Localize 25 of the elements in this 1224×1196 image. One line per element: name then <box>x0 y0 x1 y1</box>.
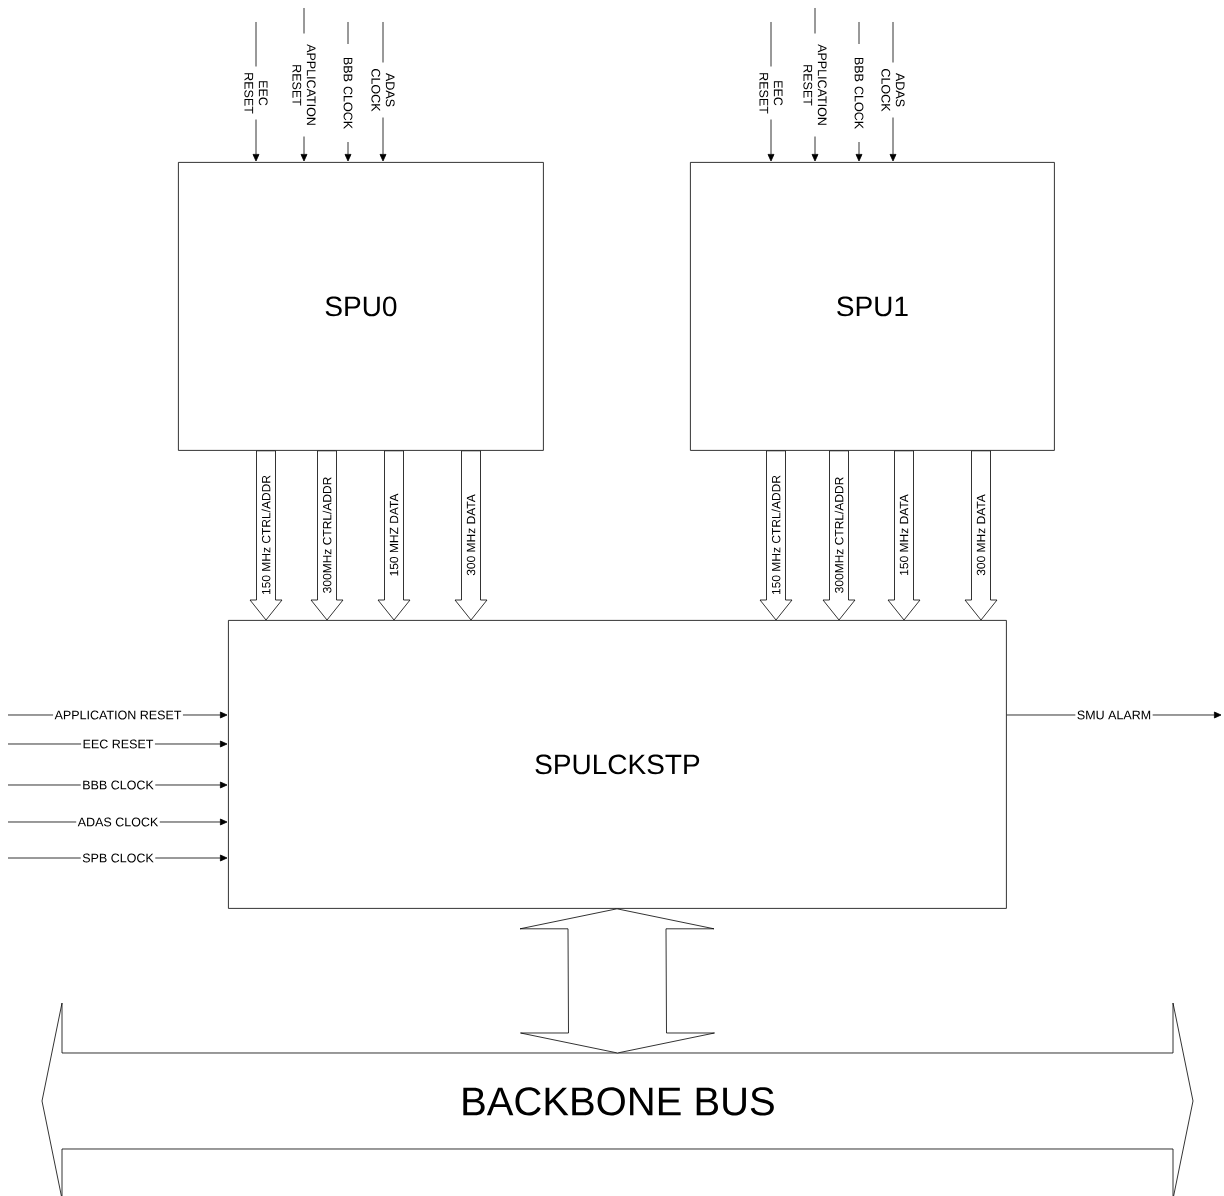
edge-label: 150 MHz DATA <box>898 493 910 577</box>
edge-label: 300 MHz DATA <box>975 493 987 577</box>
edge-label: SMU ALARM <box>1075 709 1153 721</box>
edge-label: 300MHz CTRL/ADDR <box>833 475 845 595</box>
edge-label: APPLICATION RESET <box>53 709 183 721</box>
edge-label: 150 MHz CTRL/ADDR <box>770 474 782 596</box>
block-box: SPU1 <box>690 162 1055 451</box>
edge-label: 150 MHZ DATA <box>388 492 400 578</box>
edge-label: ADAS CLOCK <box>76 816 160 828</box>
edge-label: 300 MHz DATA <box>465 493 477 577</box>
edge-label: BBB CLOCK <box>80 779 156 791</box>
edge-label: 150 MHz CTRL/ADDR <box>260 474 272 596</box>
edge-label: SPB CLOCK <box>80 852 156 864</box>
edge-label: ADAS CLOCK <box>369 62 397 118</box>
edge-label: 300MHz CTRL/ADDR <box>321 475 333 595</box>
edge-label: BBB CLOCK <box>853 44 865 142</box>
edge-label: ADAS CLOCK <box>879 62 907 118</box>
block-box: SPU0 <box>178 162 544 451</box>
edge-label: APPLICATION RESET <box>290 33 318 137</box>
block-box: SPULCKSTP <box>228 620 1007 909</box>
edge-label: EEC RESET <box>81 738 155 750</box>
edge-label: BBB CLOCK <box>342 44 354 142</box>
edge-label: APPLICATION RESET <box>801 33 829 137</box>
edge-label: EEC RESET <box>757 66 785 120</box>
edge-label: EEC RESET <box>242 66 270 120</box>
